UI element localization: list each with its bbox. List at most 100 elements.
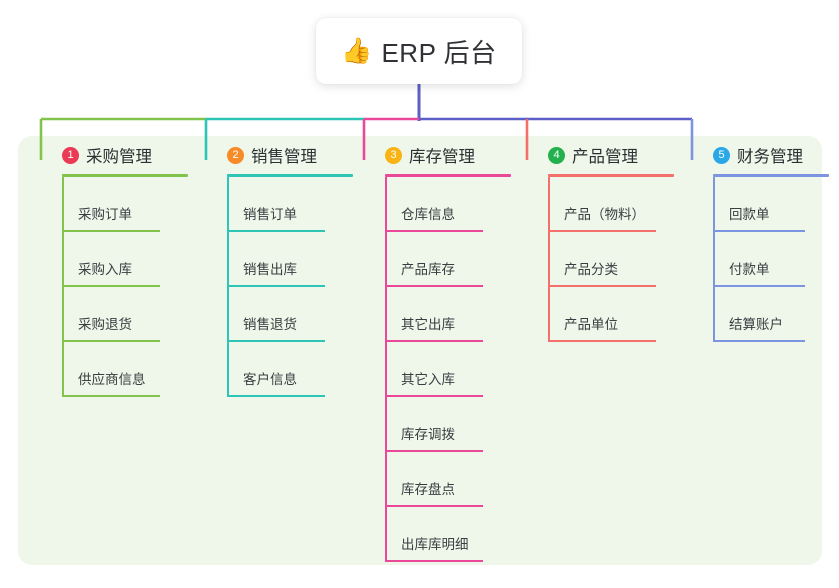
branch-item-label: 产品单位: [564, 317, 618, 332]
branch-header-4[interactable]: 4 产品管理: [526, 136, 686, 174]
branch-item[interactable]: 采购订单: [62, 177, 190, 232]
branch-item-underline: [385, 505, 483, 507]
branch-spine: [713, 177, 715, 342]
branch-number-badge: 5: [713, 146, 730, 164]
branch-item-label: 产品库存: [401, 262, 455, 277]
branch-item-underline: [385, 285, 483, 287]
branch-item-underline: [62, 285, 160, 287]
branch-item[interactable]: 付款单: [713, 232, 839, 287]
branch-item[interactable]: 客户信息: [227, 342, 355, 397]
branch-item-label: 其它入库: [401, 372, 455, 387]
branch-item-label: 产品（物料）: [564, 207, 645, 222]
branch-item-underline: [713, 340, 805, 342]
branch-item-underline: [548, 340, 656, 342]
branch-item-label: 供应商信息: [78, 372, 146, 387]
branch-item[interactable]: 仓库信息: [385, 177, 518, 232]
branch-items: 仓库信息产品库存其它出库其它入库库存调拨库存盘点出库库明细: [385, 177, 518, 562]
branch-title: 库存管理: [409, 148, 475, 166]
branch-item-label: 回款单: [729, 207, 770, 222]
branch-number-badge: 3: [385, 146, 402, 164]
branch-underline: [548, 174, 674, 177]
branch-item-label: 产品分类: [564, 262, 618, 277]
branch-underline: [62, 174, 188, 177]
branch-items: 产品（物料） 产品分类产品单位: [548, 177, 686, 342]
branch-underline: [713, 174, 829, 177]
thumbs-up-icon: 👍: [341, 36, 373, 65]
branch-item-label: 出库库明细: [401, 537, 469, 552]
branch-item[interactable]: 库存调拨: [385, 397, 518, 452]
branch-item[interactable]: 供应商信息: [62, 342, 190, 397]
branch-item-label: 采购退货: [78, 317, 132, 332]
branch-items: 回款单付款单结算账户: [713, 177, 839, 342]
branch-item-label: 销售订单: [243, 207, 297, 222]
branch-item-underline: [385, 450, 483, 452]
branch-item[interactable]: 结算账户: [713, 287, 839, 342]
branch-item-underline: [62, 340, 160, 342]
branch-item-underline: [713, 230, 805, 232]
branch-item-underline: [227, 230, 325, 232]
branch-item-label: 结算账户: [729, 317, 783, 332]
branch-item[interactable]: 采购入库: [62, 232, 190, 287]
branch-item-label: 销售出库: [243, 262, 297, 277]
branch-header-5[interactable]: 5 财务管理: [691, 136, 839, 174]
branch-column-1: 1 采购管理采购订单采购入库采购退货供应商信息: [40, 136, 190, 397]
branch-column-4: 4 产品管理产品（物料） 产品分类产品单位: [526, 136, 686, 342]
branch-item[interactable]: 产品（物料）: [548, 177, 686, 232]
branch-column-5: 5 财务管理回款单付款单结算账户: [691, 136, 839, 342]
branch-item-underline: [62, 395, 160, 397]
branch-number-badge: 2: [227, 146, 244, 164]
branch-item[interactable]: 采购退货: [62, 287, 190, 342]
root-node[interactable]: 👍 ERP 后台: [316, 18, 522, 84]
branch-item[interactable]: 产品单位: [548, 287, 686, 342]
branch-item-label: 其它出库: [401, 317, 455, 332]
branch-header-3[interactable]: 3 库存管理: [363, 136, 518, 174]
branch-columns: 1 采购管理采购订单采购入库采购退货供应商信息 2 销售管理销售订单销售出库销售退货客…: [18, 136, 829, 565]
branch-item-label: 仓库信息: [401, 207, 455, 222]
branch-item-underline: [385, 560, 483, 562]
branch-title: 财务管理: [737, 148, 803, 166]
branch-underline: [227, 174, 353, 177]
branch-header-1[interactable]: 1 采购管理: [40, 136, 190, 174]
branch-item-underline: [385, 340, 483, 342]
branch-items: 销售订单销售出库销售退货客户信息: [227, 177, 355, 397]
branch-item-underline: [548, 285, 656, 287]
branch-item-label: 采购入库: [78, 262, 132, 277]
branch-item[interactable]: 回款单: [713, 177, 839, 232]
branch-column-2: 2 销售管理销售订单销售出库销售退货客户信息: [205, 136, 355, 397]
branch-item-underline: [713, 285, 805, 287]
branch-item-label: 客户信息: [243, 372, 297, 387]
branch-item[interactable]: 销售退货: [227, 287, 355, 342]
branch-title: 产品管理: [572, 148, 638, 166]
branch-item[interactable]: 其它入库: [385, 342, 518, 397]
branch-spine: [548, 177, 550, 342]
branch-item[interactable]: 库存盘点: [385, 452, 518, 507]
branch-item-underline: [385, 395, 483, 397]
branch-item-underline: [385, 230, 483, 232]
branch-item-label: 库存盘点: [401, 482, 455, 497]
branch-item[interactable]: 产品分类: [548, 232, 686, 287]
branches-panel: [18, 136, 822, 565]
branch-header-2[interactable]: 2 销售管理: [205, 136, 355, 174]
branch-spine: [62, 177, 64, 397]
branch-item[interactable]: 产品库存: [385, 232, 518, 287]
branch-title: 销售管理: [251, 148, 317, 166]
branch-item-label: 销售退货: [243, 317, 297, 332]
branch-item[interactable]: 销售订单: [227, 177, 355, 232]
branch-underline: [385, 174, 511, 177]
branch-item[interactable]: 销售出库: [227, 232, 355, 287]
branch-item-label: 库存调拨: [401, 427, 455, 442]
root-title: ERP 后台: [381, 37, 497, 68]
branch-title: 采购管理: [86, 148, 152, 166]
branch-number-badge: 1: [62, 146, 79, 164]
branch-item-underline: [227, 285, 325, 287]
branch-number-badge: 4: [548, 146, 565, 164]
branch-item-underline: [227, 340, 325, 342]
branch-column-3: 3 库存管理仓库信息产品库存其它出库其它入库库存调拨库存盘点出库库明细: [363, 136, 518, 562]
branch-item[interactable]: 其它出库: [385, 287, 518, 342]
branch-items: 采购订单采购入库采购退货供应商信息: [62, 177, 190, 397]
branch-item[interactable]: 出库库明细: [385, 507, 518, 562]
branch-item-underline: [548, 230, 656, 232]
branch-item-label: 付款单: [729, 262, 770, 277]
branch-item-underline: [62, 230, 160, 232]
